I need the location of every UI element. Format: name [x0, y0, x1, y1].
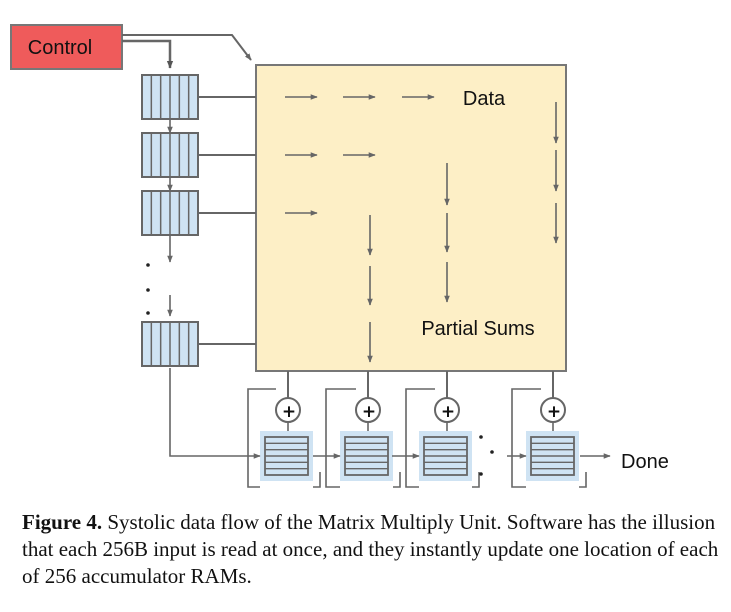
control-label: Control: [28, 37, 92, 59]
adder-circle: [434, 397, 460, 423]
adder-circle: [355, 397, 381, 423]
figure-label: Figure 4.: [22, 510, 103, 534]
input-fifo: [141, 190, 199, 236]
accumulator-unit: +: [247, 371, 321, 488]
accumulator-ellipsis-dots: [479, 435, 494, 476]
adder-circle: [275, 397, 301, 423]
done-label: Done: [621, 451, 669, 473]
input-fifo: [141, 132, 199, 178]
partial-sum-arrows: [367, 102, 559, 363]
input-feed-lines: [198, 96, 256, 345]
caption-text: Systolic data flow of the Matrix Multipl…: [22, 510, 719, 588]
plus-sign: +: [547, 402, 561, 422]
partial-sums-label: Partial Sums: [421, 318, 534, 340]
adder-circle: [540, 397, 566, 423]
accumulator-unit: +: [511, 371, 587, 488]
accumulator-unit: +: [325, 371, 401, 488]
plus-sign: +: [282, 402, 296, 422]
input-ellipsis-dots: [146, 263, 150, 315]
data-label: Data: [463, 88, 506, 110]
accumulator-unit: +: [405, 371, 480, 488]
data-flow-arrows: [285, 94, 435, 216]
figure-caption: Figure 4. Systolic data flow of the Matr…: [22, 509, 722, 590]
control-connectors: [122, 34, 252, 69]
input-fifo: [141, 321, 199, 367]
systolic-diagram: Control Data Partial Sums: [10, 24, 669, 488]
control-box: [10, 24, 123, 70]
input-to-accumulator-line: [169, 368, 261, 459]
input-fifo-stack: [141, 74, 199, 367]
matrix-multiply-unit: [255, 64, 567, 372]
plus-sign: +: [362, 402, 376, 422]
accumulator-row: + + + +: [247, 371, 587, 488]
plus-sign: +: [441, 402, 455, 422]
input-fifo: [141, 74, 199, 120]
